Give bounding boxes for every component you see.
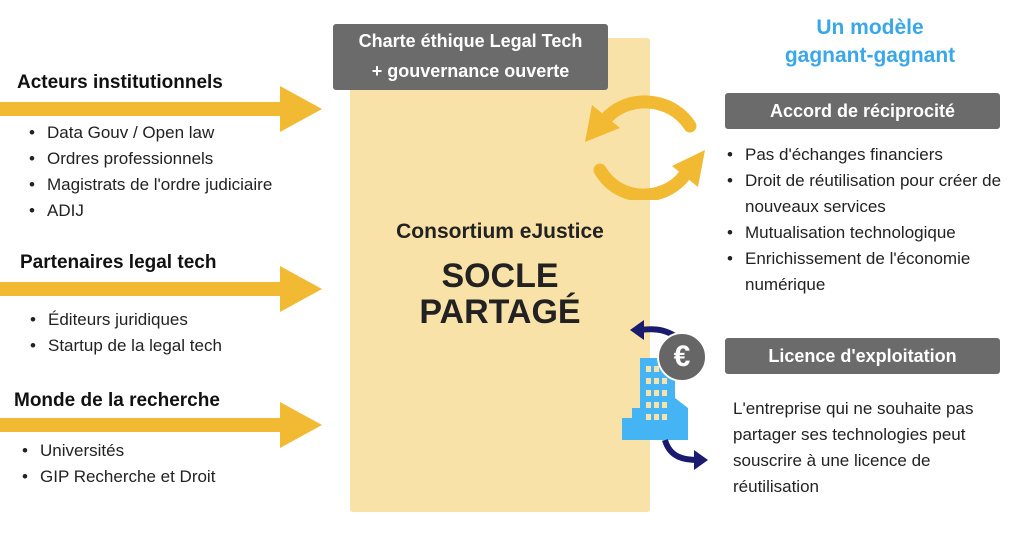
charter-label: Charte éthique Legal Tech + gouvernance …: [333, 24, 608, 90]
euro-icon: €: [657, 332, 707, 382]
arrow-right-icon: [0, 402, 322, 448]
list-item: Ordres professionnels: [27, 146, 272, 172]
list-item: Magistrats de l'ordre judiciaire: [27, 172, 272, 198]
socle-line1: SOCLE: [441, 257, 559, 295]
group-heading: Partenaires legal tech: [20, 252, 217, 273]
charter-line1: Charte éthique Legal Tech: [358, 31, 583, 51]
list-item: Enrichissement de l'économie numérique: [725, 246, 1015, 298]
list-item: GIP Recherche et Droit: [20, 464, 215, 490]
list-item: Pas d'échanges financiers: [725, 142, 1015, 168]
title-line1: Un modèle: [816, 16, 924, 39]
group-list: Universités GIP Recherche et Droit: [20, 438, 215, 490]
group-list: Data Gouv / Open law Ordres professionne…: [27, 120, 272, 224]
list-item: Éditeurs juridiques: [28, 307, 222, 333]
licence-text: L'entreprise qui ne souhaite pas partage…: [733, 399, 974, 496]
group-list: Éditeurs juridiques Startup de la legal …: [28, 307, 222, 359]
title-line2: gagnant-gagnant: [784, 44, 956, 67]
charter-line2: + gouvernance ouverte: [371, 61, 570, 81]
list-item: Droit de réutilisation pour créer de nou…: [725, 168, 1015, 220]
model-title: Un modèle gagnant-gagnant: [745, 14, 995, 70]
arrow-right-icon: [0, 266, 322, 312]
accord-list: Pas d'échanges financiers Droit de réuti…: [725, 142, 1015, 298]
list-item: Mutualisation technologique: [725, 220, 1015, 246]
licence-label: Licence d'exploitation: [725, 338, 1000, 374]
list-item: Data Gouv / Open law: [27, 120, 272, 146]
consortium-label: Consortium eJustice: [396, 220, 604, 243]
list-item: ADIJ: [27, 198, 272, 224]
group-heading: Monde de la recherche: [14, 390, 220, 411]
list-item: Startup de la legal tech: [28, 333, 222, 359]
group-heading: Acteurs institutionnels: [17, 72, 223, 93]
socle-line2: PARTAGÉ: [419, 293, 581, 331]
arrow-right-icon: [0, 86, 322, 132]
accord-label: Accord de réciprocité: [725, 93, 1000, 129]
socle-title: SOCLE PARTAGÉ: [350, 258, 650, 330]
exchange-cycle-icon: [585, 95, 705, 200]
list-item: Universités: [20, 438, 215, 464]
